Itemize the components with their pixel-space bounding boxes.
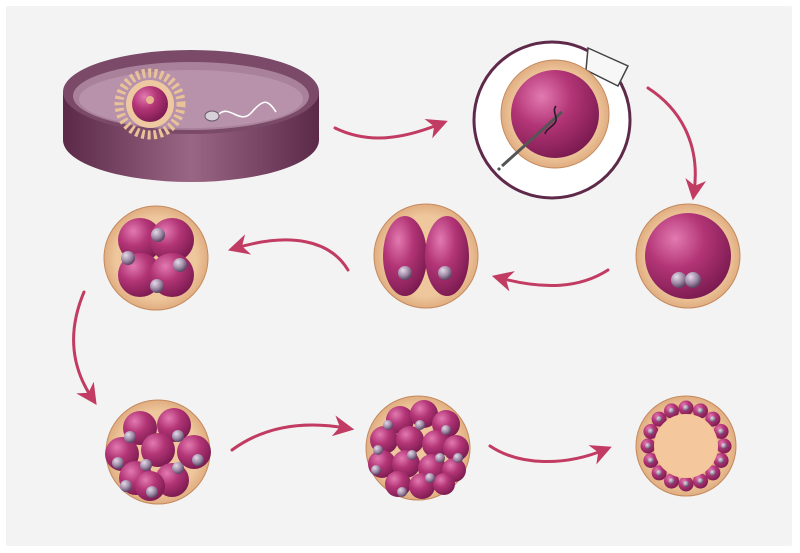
zygote	[635, 203, 741, 309]
holding-pipette-icon	[585, 46, 630, 88]
blastocyst	[635, 395, 737, 497]
two-cell-embryo	[373, 203, 479, 309]
four-cell-embryo	[103, 205, 209, 311]
trophoblast-ring	[640, 400, 732, 492]
trophoblast-nucleus	[718, 457, 725, 464]
morula	[365, 395, 471, 501]
egg-with-corona-icon	[114, 68, 186, 140]
arrow-dish-to-icsi	[333, 118, 448, 140]
trophoblast-nucleus	[709, 416, 716, 423]
trophoblast-nucleus	[709, 469, 716, 476]
trophoblast-nucleus	[683, 481, 689, 487]
trophoblast-nucleus	[645, 443, 651, 449]
eight-cell-embryo	[105, 399, 211, 505]
trophoblast-nucleus	[718, 428, 725, 435]
blastocoel-cavity	[654, 414, 718, 478]
arrow-four-cell-to-eight-cell	[72, 290, 97, 405]
trophoblast-nucleus	[721, 443, 727, 449]
arrow-two-cell-to-four-cell	[227, 234, 350, 272]
trophoblast-nucleus	[683, 405, 689, 411]
injection-needle-icon	[500, 110, 564, 168]
trophoblast-nucleus	[647, 428, 654, 435]
pronucleus	[685, 272, 701, 288]
arrow-zygote-to-two-cell	[491, 268, 610, 292]
trophoblast-nucleus	[647, 457, 654, 464]
trophoblast-nucleus	[656, 416, 663, 423]
arrow-icsi-to-zygote	[646, 86, 707, 201]
trophoblast-nucleus	[668, 407, 675, 414]
sperm-icon	[544, 105, 557, 135]
trophoblast-nucleus	[656, 469, 663, 476]
arrow-morula-to-blastocyst	[488, 444, 612, 465]
sperm-icon	[204, 101, 277, 122]
pronucleus	[671, 272, 687, 288]
trophoblast-nucleus	[697, 407, 704, 414]
arrow-eight-cell-to-morula	[230, 415, 355, 452]
petri-dish	[63, 50, 319, 182]
icsi-injection	[472, 40, 632, 200]
flow-arrows	[72, 86, 707, 465]
trophoblast-nucleus	[668, 478, 675, 485]
trophoblast-nucleus	[697, 478, 704, 485]
